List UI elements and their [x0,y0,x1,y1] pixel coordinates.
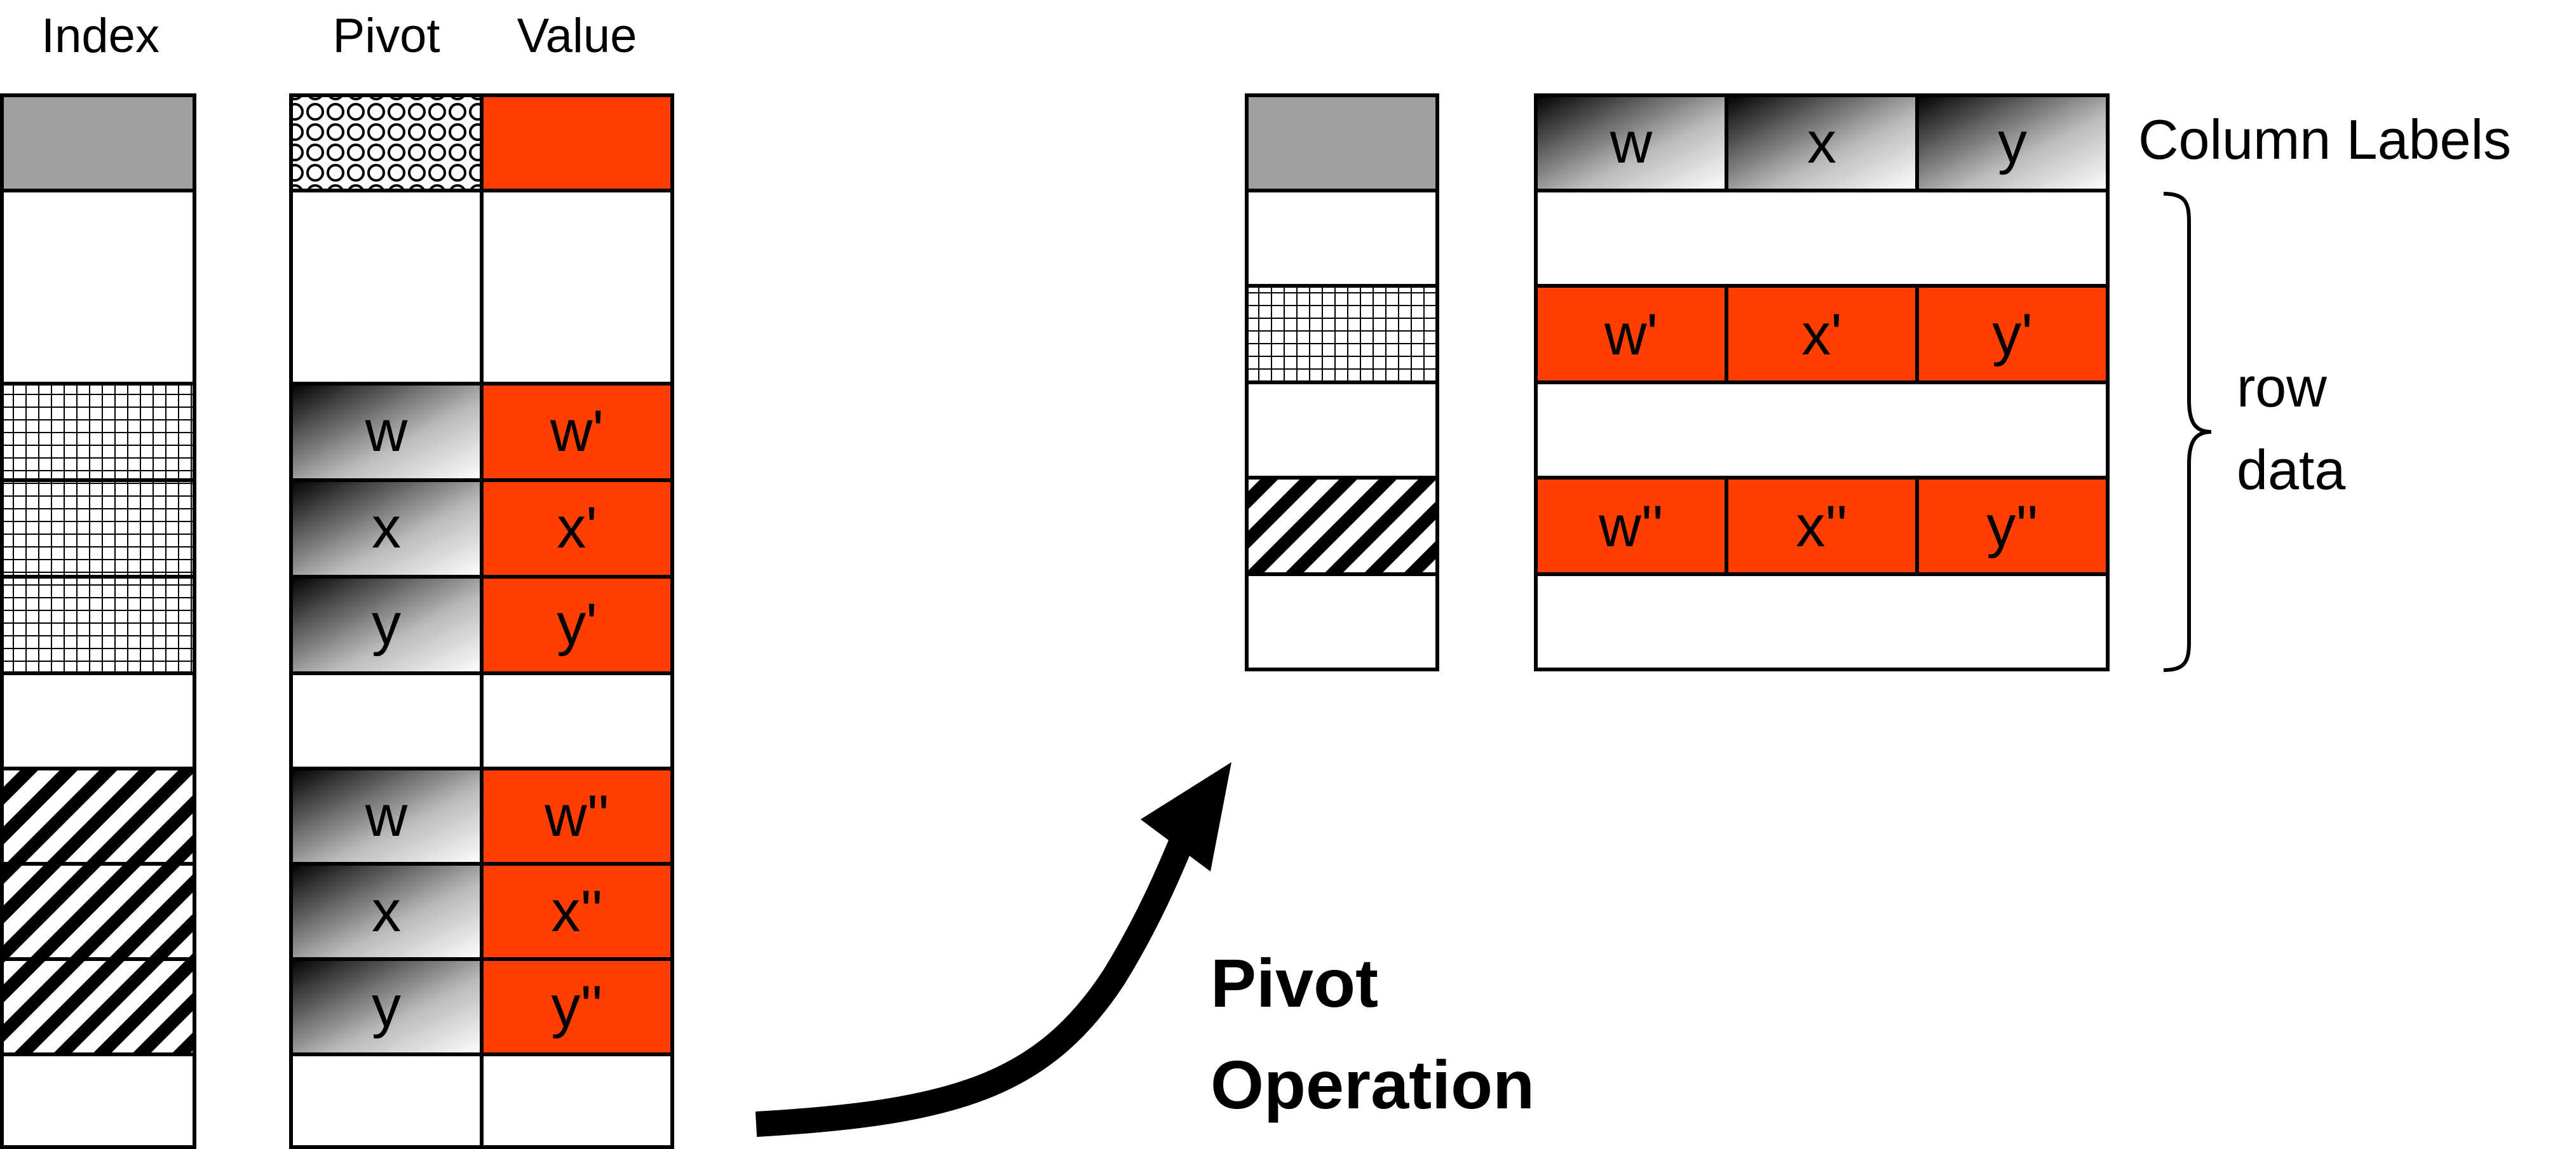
column-label-y [1915,93,2110,192]
value-text: x'' [551,879,602,944]
output-index-blank [1245,572,1439,671]
output-index-blank [1245,380,1439,480]
value-cell-x1 [480,478,674,579]
value-cell-blank [480,189,674,386]
value-cell-w1 [480,382,674,482]
output-index-grid [1245,284,1439,384]
output-index-column [1245,93,1439,671]
pivot-cell-w [289,382,484,482]
arrow-shaft [755,811,1204,1137]
pivot-text: w [365,399,408,464]
pivot-header: Pivot [333,9,440,63]
output-cell-text: x'' [1796,494,1847,559]
row-data-brace [2163,192,2212,672]
value-text: x' [557,495,597,560]
value-cell-blank [480,671,674,770]
value-cell-blank [480,1052,674,1149]
index-header-cell [0,93,196,192]
pivot-cell-blank [289,189,484,386]
index-cell-blank [0,189,196,386]
row-data-annotation-line1: row [2237,356,2327,419]
pivot-arrow [755,762,1231,1137]
index-cell-hatch-1 [0,767,196,866]
index-header: Index [41,9,159,63]
operation-label-line1: Pivot [1210,944,1378,1021]
value-text: w'' [544,784,609,849]
output-cell-w2 [1534,476,1728,576]
output-cell-text: w' [1604,302,1658,367]
pivot-text: w [365,784,408,849]
column-label-text: w [1610,111,1653,175]
column-label-text: y [1998,111,2027,175]
index-cell-hatch-2 [0,862,196,961]
value-cell-y1 [480,575,674,675]
input-index-column [0,93,196,1149]
output-cell-text: y' [1992,302,2033,367]
arrow-head [1141,762,1231,871]
index-cell-blank [0,1052,196,1149]
output-cell-text: x' [1801,302,1842,367]
pivot-text: y [372,974,401,1039]
output-row-blank [1534,189,2110,288]
index-cell-grid-1 [0,382,196,482]
pivot-cell-blank [289,671,484,770]
operation-label-line2: Operation [1210,1046,1535,1123]
pivot-header-cell [289,93,484,192]
index-cell-hatch-3 [0,957,196,1056]
output-cell-y1 [1915,284,2110,384]
value-text: w' [550,399,604,464]
output-cell-text: w'' [1598,494,1664,559]
value-text: y' [557,592,597,657]
column-label-text: x [1807,111,1836,175]
value-text: y'' [551,974,602,1039]
output-index-header [1245,93,1439,192]
index-cell-blank [0,671,196,770]
value-cell-y2 [480,957,674,1056]
column-label-x [1725,93,1919,192]
pivot-text: x [372,495,401,560]
output-row-blank [1534,380,2110,480]
output-cell-text: y'' [1986,494,2038,559]
output-index-hatch [1245,476,1439,576]
value-cell-w2 [480,767,674,866]
index-cell-grid-2 [0,478,196,579]
value-cell-x2 [480,862,674,961]
output-table: w x y w' x' y' w'' x'' y'' [1534,93,2110,671]
output-index-blank [1245,189,1439,288]
pivot-text: x [372,879,401,944]
column-label-w [1534,93,1728,192]
input-pivot-value-columns: w w' x x' y y' w w'' x x'' y y'' [289,93,674,1149]
value-header: Value [517,9,637,63]
pivot-text: y [372,592,401,657]
column-labels-annotation: Column Labels [2138,108,2511,171]
index-cell-grid-3 [0,575,196,675]
pivot-cell-blank [289,1052,484,1149]
value-header-cell [480,93,674,192]
output-row-blank [1534,572,2110,671]
row-data-annotation-line2: data [2237,438,2345,501]
